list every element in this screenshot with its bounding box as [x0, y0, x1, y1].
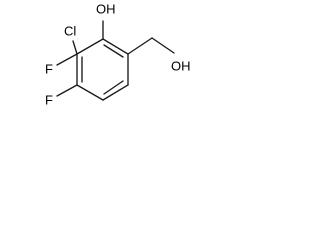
ring-bond-c3-c4	[102, 84, 129, 101]
bond-ch2-to-oh	[151, 37, 175, 54]
aromatic-double-bond-1	[103, 44, 124, 58]
ring-bond-c4-c5	[76, 84, 104, 101]
bond-to-fluorine-lower	[56, 84, 78, 97]
bond-ring-to-ch2	[127, 37, 153, 55]
ring-bond-c6-c1	[76, 38, 104, 55]
ring-bond-c1-c2	[102, 38, 129, 55]
molecule-structure: OH Cl F F OH	[45, 1, 191, 107]
atom-label-chlorine: Cl	[64, 23, 76, 38]
atom-label-fluorine-lower: F	[45, 92, 53, 107]
bond-to-fluorine-upper	[56, 53, 78, 66]
atom-label-fluorine-upper: F	[45, 61, 53, 76]
bond-to-chlorine	[72, 40, 78, 55]
atom-label-oh-alcohol: OH	[171, 58, 191, 73]
aromatic-double-bond-2	[103, 80, 124, 95]
atom-label-oh-phenol: OH	[96, 1, 116, 16]
